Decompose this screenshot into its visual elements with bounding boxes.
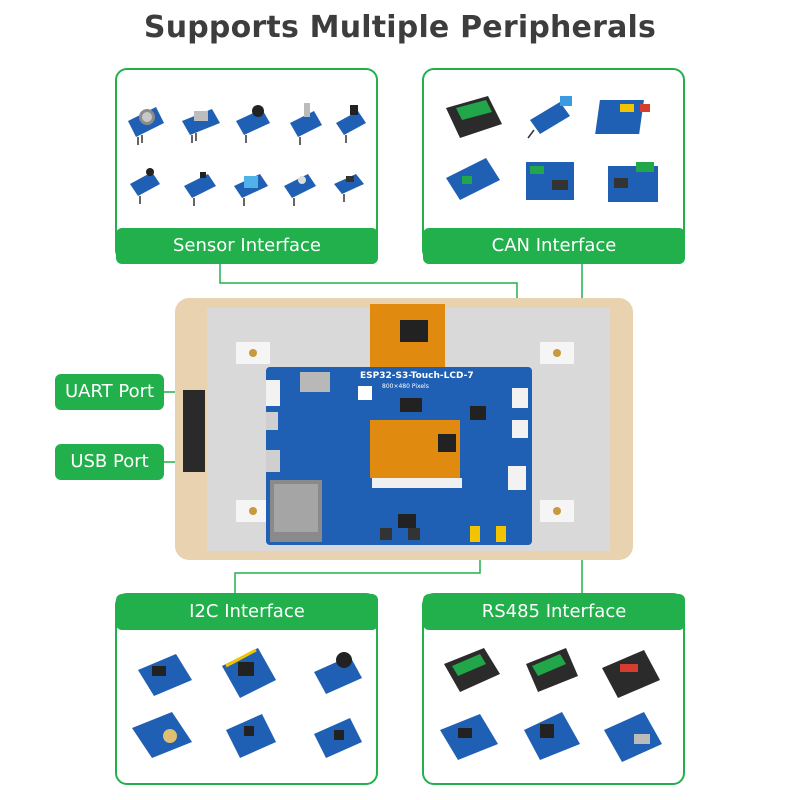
sensor-module-tilt (334, 174, 364, 202)
usb-connector (266, 450, 280, 472)
sensor-module-sound (236, 105, 270, 143)
rs485-interface-label: RS485 Interface (423, 594, 685, 630)
rs485-module-usb (444, 648, 500, 692)
i2c-interface-label: I2C Interface (116, 594, 378, 630)
i2c-module-2 (222, 648, 276, 698)
rs485-module-db9 (604, 712, 662, 762)
i2c-module-3 (314, 652, 362, 694)
sensor-module-flame (290, 103, 322, 145)
rs485-module-eth (526, 648, 578, 692)
page-title: Supports Multiple Peripherals (143, 10, 657, 45)
can-interface-label: CAN Interface (423, 228, 685, 264)
i2c-module-6 (314, 718, 362, 758)
sensor-module-vibration (284, 174, 316, 206)
usb-port-label: USB Port (55, 444, 164, 480)
i2c-module-4 (132, 712, 192, 758)
sensor-module-ultrasonic (182, 109, 220, 143)
i2c-module-5 (226, 714, 276, 758)
uart-port-label: UART Port (55, 374, 164, 410)
board-resolution: 800×480 Pixels (382, 383, 429, 390)
can-module-pico (446, 158, 500, 200)
sensor-interface-label: Sensor Interface (116, 228, 378, 264)
sensor-module-hall (336, 105, 366, 143)
sensor-module-temp (234, 174, 268, 206)
sensor-module-photo (130, 168, 160, 204)
can-module-small (527, 96, 572, 139)
can-module-hat (595, 100, 650, 134)
uart-connector (266, 380, 280, 406)
rs485-module-hat (440, 714, 498, 760)
can-module-box (446, 96, 502, 138)
board-name: ESP32-S3-Touch-LCD-7 (360, 371, 474, 381)
i2c-module-1 (138, 654, 192, 696)
rs485-module-box (602, 650, 660, 698)
rs485-module-board (524, 712, 580, 760)
side-bracket (183, 390, 205, 472)
sensor-module-gas (128, 107, 164, 145)
can-module-hat2 (608, 162, 658, 202)
can-module-board (526, 162, 574, 200)
sensor-module-ir (184, 172, 216, 206)
